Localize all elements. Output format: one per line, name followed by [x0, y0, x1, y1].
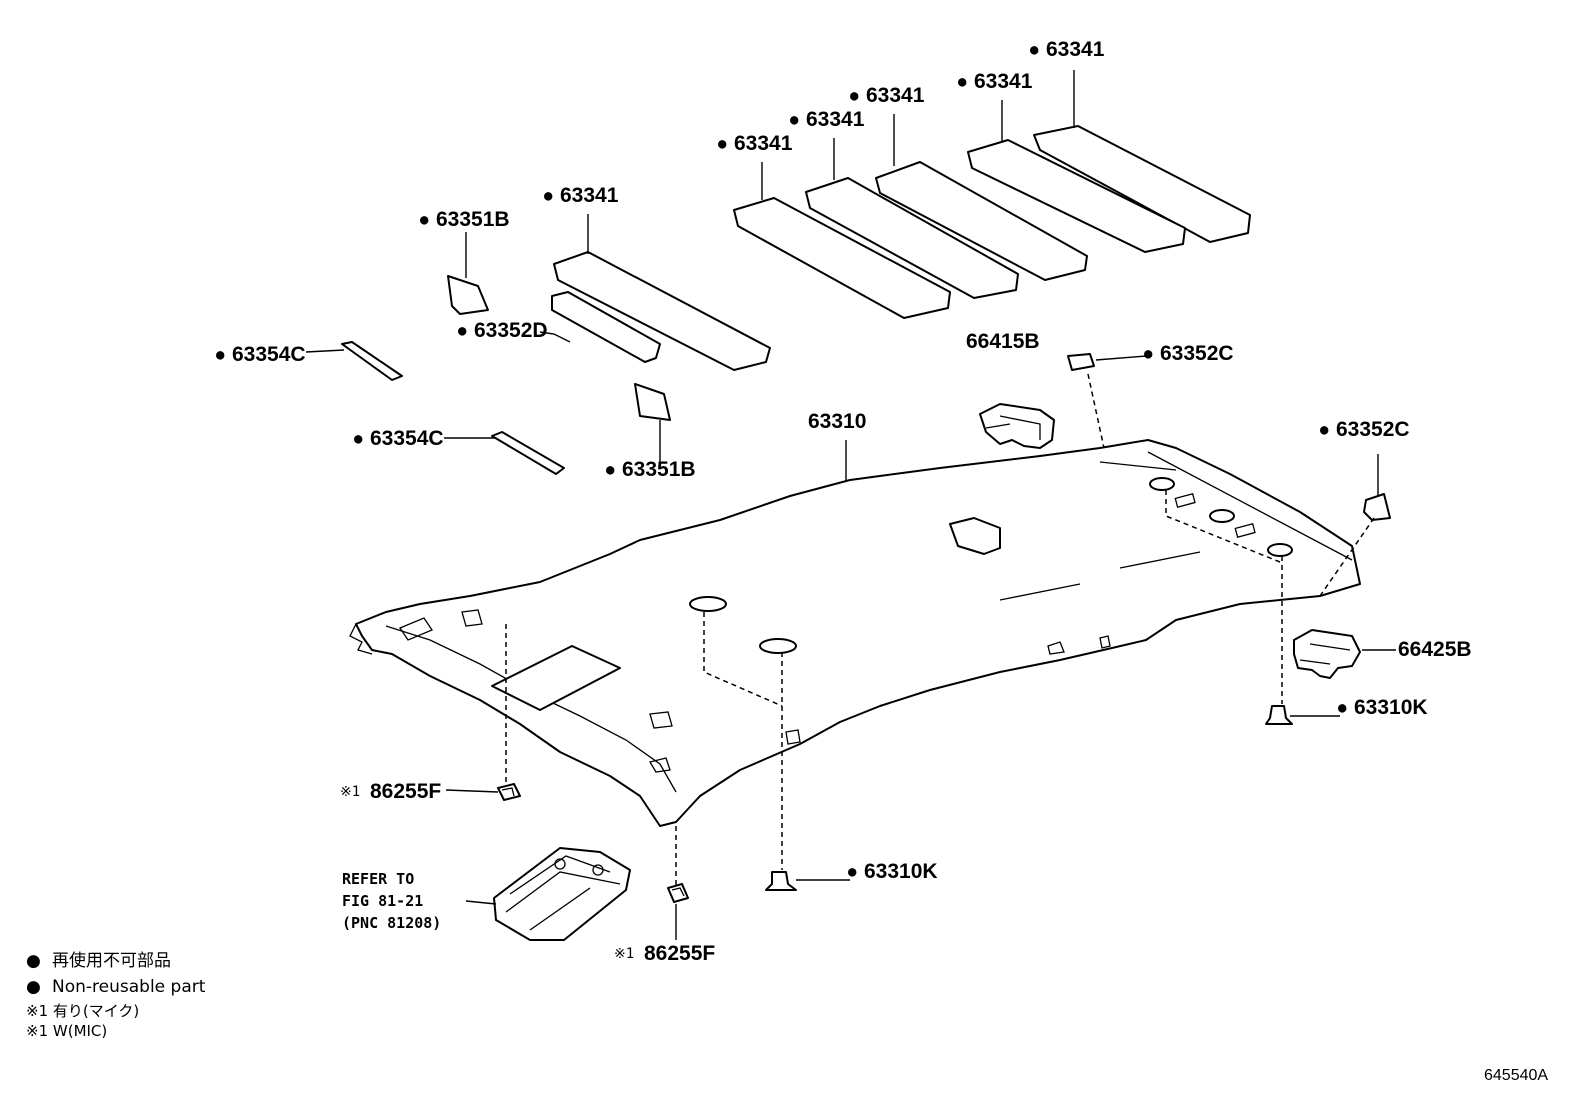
reference-line-3[interactable]: (PNC 81208): [342, 914, 441, 932]
label-clip-center[interactable]: 63310K: [864, 860, 938, 883]
label-pad-c-right-upper[interactable]: 63352C: [1160, 342, 1234, 365]
dome-light-recess: [949, 517, 1001, 555]
note-mark: ※1: [340, 784, 360, 800]
label-pad-c-lower[interactable]: 63354C: [370, 427, 444, 450]
holders: [979, 403, 1361, 679]
pad-63354c-lower: [491, 431, 565, 475]
clip-63310k-right: [1265, 705, 1293, 725]
non-reusable-mark: ●: [1030, 42, 1039, 58]
note-mark: ※1: [614, 946, 634, 962]
label-pad-c-right[interactable]: 63352C: [1336, 418, 1410, 441]
label-pad-front[interactable]: 63341: [560, 184, 619, 207]
pad-63352c-upper: [1067, 353, 1095, 371]
label-pad-5[interactable]: 63341: [734, 132, 793, 155]
assembly-lines: [505, 373, 1375, 886]
small-pads: [341, 275, 1391, 521]
roof-silencer-pads: [553, 125, 1251, 371]
non-reusable-mark: ●: [718, 136, 727, 152]
label-pad-4[interactable]: 63341: [806, 108, 865, 131]
nut-86255f-center: [667, 883, 689, 903]
label-nut-center[interactable]: 86255F: [644, 942, 715, 965]
nut-86255f-left: [497, 783, 521, 801]
holder-66425b: [1293, 629, 1361, 679]
pad-63352d: [551, 291, 661, 363]
non-reusable-mark: ●: [848, 864, 857, 880]
reference-line-2[interactable]: FIG 81-21: [342, 892, 423, 910]
non-reusable-mark: ●: [1320, 422, 1329, 438]
non-reusable-mark: ●: [958, 74, 967, 90]
pad-63354c-upper: [341, 341, 403, 381]
clip-63310k-center: [765, 871, 797, 891]
legend-note-jp: ※1 有り(マイク): [26, 1002, 139, 1020]
part-labels: ● 63341 ● 63341 ● 63341 ● 63341 ● 63341 …: [216, 38, 1472, 965]
headliner-assembly: [349, 439, 1361, 827]
label-holder-front[interactable]: 66415B: [966, 330, 1040, 353]
non-reusable-mark: ●: [458, 323, 467, 339]
legend-dot: ●: [26, 977, 41, 997]
label-pad-c-upper[interactable]: 63354C: [232, 343, 306, 366]
label-nut-left[interactable]: 86255F: [370, 780, 441, 803]
diagram-code: 645540A: [1484, 1067, 1548, 1084]
reference-note: REFER TO FIG 81-21 (PNC 81208): [342, 870, 441, 932]
leader-lines: [305, 70, 1396, 940]
sunroof-trim: [491, 645, 621, 711]
non-reusable-mark: ●: [420, 212, 429, 228]
reference-line-1[interactable]: REFER TO: [342, 870, 414, 888]
label-headliner[interactable]: 63310: [808, 410, 866, 433]
pad-63351b-upper: [447, 275, 489, 315]
label-pad-b-lower[interactable]: 63351B: [622, 458, 696, 481]
legend-jp: 再使用不可部品: [52, 950, 171, 971]
legend-dot: ●: [26, 951, 41, 971]
legend: ● 再使用不可部品 ● Non-reusable part ※1 有り(マイク)…: [26, 950, 206, 1040]
label-clip-right[interactable]: 63310K: [1354, 696, 1428, 719]
non-reusable-mark: ●: [354, 431, 363, 447]
label-pad-3[interactable]: 63341: [866, 84, 925, 107]
non-reusable-mark: ●: [606, 462, 615, 478]
pad-63351b-lower: [634, 383, 671, 421]
label-pad-2[interactable]: 63341: [974, 70, 1033, 93]
non-reusable-mark: ●: [216, 347, 225, 363]
legend-en: Non-reusable part: [52, 977, 206, 997]
non-reusable-mark: ●: [544, 188, 553, 204]
non-reusable-mark: ●: [1338, 700, 1347, 716]
label-holder-rear[interactable]: 66425B: [1398, 638, 1472, 661]
room-lamp-reference: [493, 847, 631, 941]
non-reusable-mark: ●: [790, 112, 799, 128]
label-pad-1[interactable]: 63341: [1046, 38, 1105, 61]
label-pad-b-upper[interactable]: 63351B: [436, 208, 510, 231]
non-reusable-mark: ●: [1144, 346, 1153, 362]
holder-66415b: [979, 403, 1055, 449]
pad-63352c-right: [1363, 493, 1391, 521]
non-reusable-mark: ●: [850, 88, 859, 104]
legend-note-en: ※1 W(MIC): [26, 1022, 107, 1040]
fasteners: [497, 705, 1293, 903]
label-pad-d[interactable]: 63352D: [474, 319, 548, 342]
